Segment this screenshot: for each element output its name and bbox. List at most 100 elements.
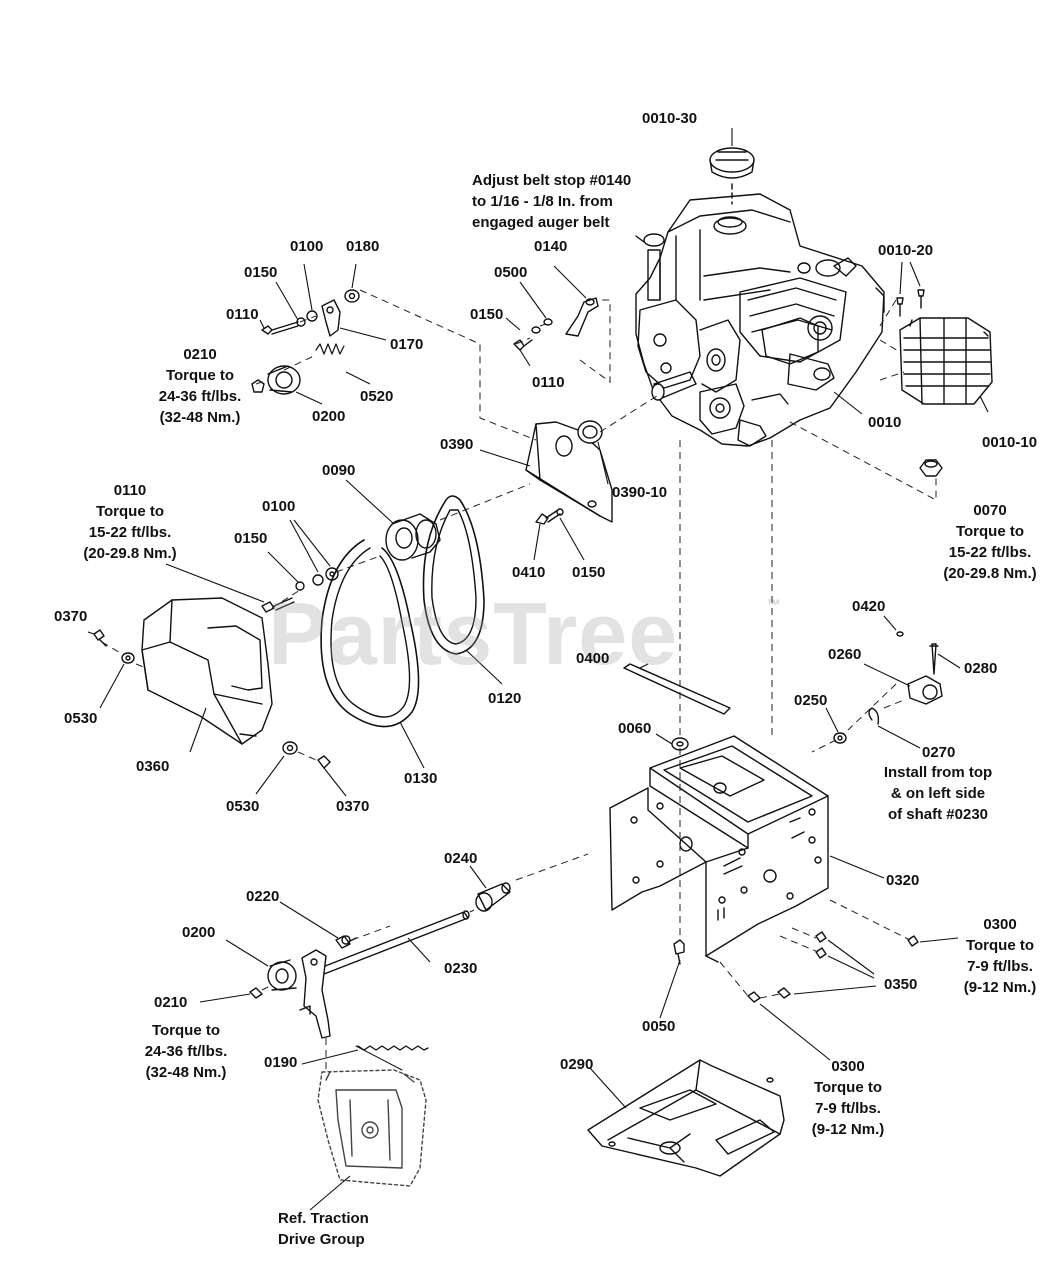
part-label-0150-mid: 0150: [470, 306, 504, 323]
torque-0300-bottom-part: 0300: [831, 1058, 865, 1075]
watermark: PartsTree: [268, 584, 679, 683]
part-label-0390-10: 0390-10: [612, 484, 668, 501]
torque-0300-right-line-2: 7-9 ft/lbs.: [967, 958, 1033, 975]
engine: [636, 194, 884, 446]
torque-0210-bottom-line-3: (32-48 Nm.): [145, 1064, 227, 1081]
torque-0070-line-1: Torque to: [955, 523, 1025, 540]
part-label-0360: 0360: [136, 758, 170, 775]
note-belt-stop: Adjust belt stop #0140 to 1/16 - 1/8 In.…: [472, 170, 631, 233]
note-install-0270: Install from top & on left side of shaft…: [868, 762, 1008, 825]
thrust-washer: [578, 421, 602, 443]
note-ref-traction-line-2: Drive Group: [278, 1231, 365, 1248]
part-label-0400: 0400: [576, 650, 610, 667]
part-label-0150-right: 0150: [572, 564, 606, 581]
auger-pulley: [386, 514, 440, 560]
lower-idler-assembly: [250, 936, 356, 1038]
torque-0300-bottom-line-2: 7-9 ft/lbs.: [815, 1100, 881, 1117]
note-belt-stop-line-3: engaged auger belt: [472, 214, 610, 231]
torque-0210-bottom: Torque to 24-36 ft/lbs. (32-48 Nm.): [130, 1020, 242, 1083]
belt-guide-plate: [526, 422, 612, 522]
part-label-0260: 0260: [828, 646, 862, 663]
note-install-line-3: of shaft #0230: [887, 806, 989, 823]
torque-0070-part: 0070: [973, 502, 1007, 519]
torque-0070-line-3: (20-29.8 Nm.): [943, 565, 1037, 582]
part-label-0150-left: 0150: [234, 530, 268, 547]
torque-0210-bottom-line-2: 24-36 ft/lbs.: [144, 1043, 228, 1060]
part-label-0220: 0220: [246, 888, 280, 905]
belt-0130: [321, 540, 418, 727]
part-label-0060: 0060: [618, 720, 652, 737]
belt-cover: [142, 598, 272, 744]
leader-lines: [88, 128, 988, 1210]
part-label-0290: 0290: [560, 1056, 594, 1073]
torque-0300-bottom: 0300 Torque to 7-9 ft/lbs. (9-12 Nm.): [800, 1056, 896, 1140]
torque-0300-bottom-line-3: (9-12 Nm.): [811, 1121, 885, 1138]
part-label-0090: 0090: [322, 462, 356, 479]
torque-0300-right-line-3: (9-12 Nm.): [963, 979, 1037, 996]
torque-0300-bottom-line-1: Torque to: [813, 1079, 883, 1096]
torque-0210-top: 0210 Torque to 24-36 ft/lbs. (32-48 Nm.): [150, 344, 250, 428]
part-label-0420: 0420: [852, 598, 886, 615]
torque-0110-line-1: Torque to: [95, 503, 165, 520]
traction-drive-ref: [318, 1070, 426, 1186]
part-label-0170: 0170: [390, 336, 424, 353]
part-label-0110-top: 0110: [226, 306, 259, 323]
reference-lines: [102, 290, 936, 1070]
part-label-0370-top: 0370: [54, 608, 88, 625]
part-label-0010-20: 0010-20: [878, 242, 934, 259]
torque-0070-line-2: 15-22 ft/lbs.: [948, 544, 1032, 561]
bolt-0410: [536, 509, 563, 524]
part-label-0200-bottom: 0200: [182, 924, 216, 941]
spring-0190: [356, 1046, 428, 1070]
part-label-0240: 0240: [444, 850, 478, 867]
part-label-0120: 0120: [488, 690, 522, 707]
part-label-0250: 0250: [794, 692, 828, 709]
torque-0300-right-line-1: Torque to: [965, 937, 1035, 954]
part-label-0140: 0140: [534, 238, 568, 255]
part-label-0270: 0270: [922, 744, 956, 761]
muffler-screws: [897, 290, 924, 316]
note-install-line-1: Install from top: [883, 764, 993, 781]
part-label-0100-mid: 0100: [262, 498, 296, 515]
part-label-0370-bottom: 0370: [336, 798, 370, 815]
part-label-0410: 0410: [512, 564, 546, 581]
part-label-0520: 0520: [360, 388, 394, 405]
belt-stop: [514, 298, 598, 350]
part-label-0500: 0500: [494, 264, 528, 281]
part-label-0190: 0190: [264, 1054, 298, 1071]
torque-0110: 0110 Torque to 15-22 ft/lbs. (20-29.8 Nm…: [72, 480, 188, 564]
bottom-plate: [588, 1060, 784, 1176]
part-label-0320: 0320: [886, 872, 920, 889]
torque-0210-top-line-3: (32-48 Nm.): [159, 409, 241, 426]
note-belt-stop-line-2: to 1/16 - 1/8 In. from: [472, 193, 613, 210]
part-label-0390: 0390: [440, 436, 474, 453]
slide-plate: [624, 664, 730, 714]
part-label-0350: 0350: [884, 976, 918, 993]
spacer-0240: [476, 883, 510, 911]
note-ref-traction-line-1: Ref. Traction: [278, 1210, 369, 1227]
part-label-0230: 0230: [444, 960, 478, 977]
muffler-guard: [900, 318, 992, 404]
flange-nut: [920, 460, 942, 476]
torque-0110-line-2: 15-22 ft/lbs.: [88, 524, 172, 541]
idler-bracket-assembly: [252, 290, 359, 394]
torque-0210-top-line-1: Torque to: [165, 367, 235, 384]
note-ref-traction: Ref. Traction Drive Group: [278, 1208, 369, 1250]
chute-crank-parts: [834, 632, 942, 743]
auger-housing-frame: [610, 736, 828, 962]
note-install-line-2: & on left side: [890, 785, 986, 802]
torque-0210-top-line-2: 24-36 ft/lbs.: [158, 388, 242, 405]
part-label-0010: 0010: [868, 414, 902, 431]
torque-0210-bottom-line-1: Torque to: [151, 1022, 221, 1039]
part-label-0280: 0280: [964, 660, 998, 677]
part-label-0050: 0050: [642, 1018, 676, 1035]
part-label-0210-bottom: 0210: [154, 994, 188, 1011]
part-label-0530-bottom: 0530: [226, 798, 260, 815]
torque-0110-part: 0110: [113, 482, 147, 499]
torque-0110-line-3: (20-29.8 Nm.): [83, 545, 177, 562]
torque-0210-top-part: 0210: [183, 346, 217, 363]
part-label-0200-top: 0200: [312, 408, 346, 425]
part-label-0110-mid: 0110: [532, 374, 565, 391]
gas-cap: [710, 148, 754, 204]
